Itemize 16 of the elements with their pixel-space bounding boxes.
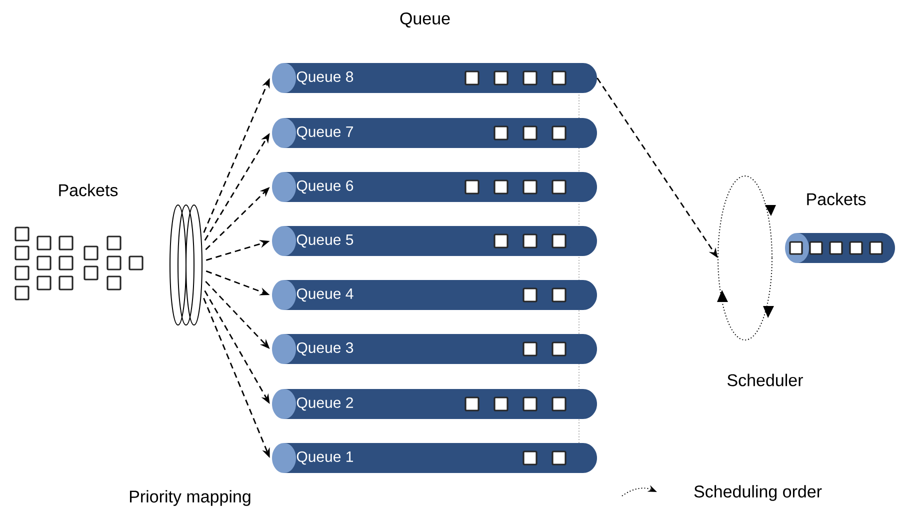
group-label: Packets [59,184,118,196]
queue-cylinder: Queue 3 [272,334,597,364]
queue-cylinder: Queue 8 [272,63,597,93]
heading: Queue [400,12,450,28]
queue-cylinder: Queue 2 [272,389,597,419]
queue-cylinder: Queue 7 [272,118,597,148]
queue-cylinder: Queue 5 [272,226,597,256]
scheduler-loop: Scheduler [717,176,803,386]
caption: Priority mapping [130,490,250,506]
queue-cylinder: Queue 4 [272,280,597,310]
queue-cylinder: Queue 6 [272,172,597,202]
node-label: Scheduler [728,374,803,386]
queue-cylinder: Queue 1 [272,443,597,473]
node-label: Packets [807,192,866,206]
classifier-rings [170,204,202,326]
legend-label: Scheduling order [694,485,822,501]
